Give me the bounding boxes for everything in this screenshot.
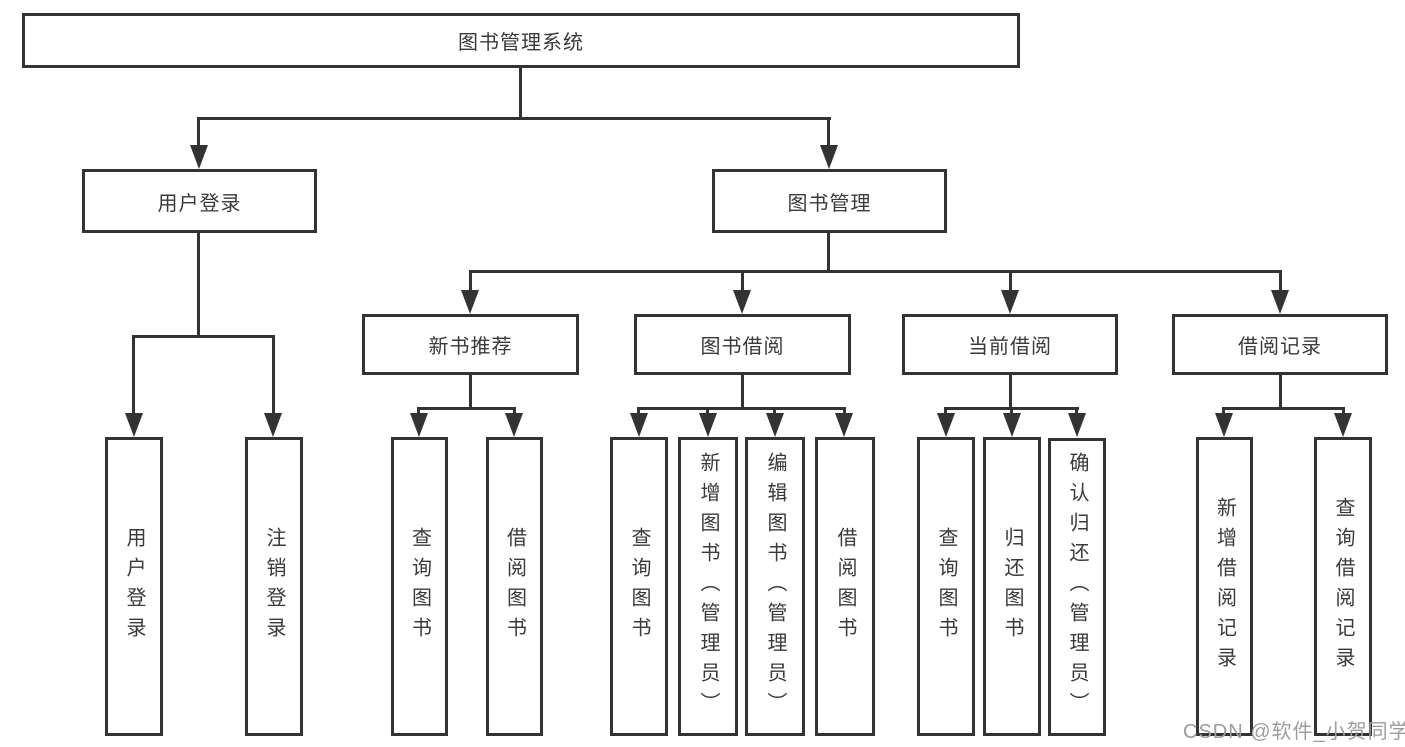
leaf-add-books-admin: 新增图书（管理员）	[678, 437, 738, 736]
csdn-watermark: CSDN @软件_小贺同学	[1183, 721, 1405, 743]
node-label: 编辑图书（管理员）	[764, 451, 786, 722]
connector-line	[827, 117, 830, 151]
node-label: 当前借阅	[968, 336, 1052, 358]
connector-line	[741, 270, 744, 296]
node-label: 新增借阅记录	[1213, 496, 1236, 677]
node-label: 归还图书	[1001, 526, 1023, 647]
arrowhead-down-icon	[1001, 290, 1019, 314]
leaf-query-books-current: 查询图书	[917, 437, 975, 736]
leaf-logout: 注销登录	[245, 437, 303, 736]
node-label: 借阅记录	[1238, 336, 1322, 358]
connector-line	[272, 335, 275, 421]
arrowhead-down-icon	[410, 413, 428, 437]
leaf-query-books-recommend: 查询图书	[391, 437, 448, 736]
node-label: 借阅图书	[834, 526, 856, 647]
arrowhead-down-icon	[461, 290, 479, 314]
node-label: 查询图书	[408, 526, 431, 647]
node-book-management: 图书管理	[712, 169, 947, 233]
arrowhead-down-icon	[766, 413, 784, 437]
node-label: 用户登录	[157, 192, 242, 215]
leaf-return-books: 归还图书	[983, 437, 1041, 736]
arrowhead-down-icon	[505, 413, 523, 437]
node-label: 注销登录	[263, 526, 285, 647]
arrowhead-down-icon	[264, 413, 282, 437]
node-label: 查询借阅记录	[1332, 496, 1354, 677]
connector-line	[1223, 407, 1345, 410]
arrowhead-down-icon	[1003, 413, 1021, 437]
node-root-library-system: 图书管理系统	[22, 13, 1020, 68]
arrowhead-down-icon	[190, 145, 208, 169]
arrowhead-down-icon	[1068, 413, 1086, 437]
node-new-book-recommend: 新书推荐	[362, 314, 579, 375]
leaf-add-borrow-record: 新增借阅记录	[1196, 437, 1253, 736]
connector-line	[133, 335, 275, 338]
leaf-confirm-return-admin: 确认归还（管理员）	[1048, 438, 1106, 736]
connector-line	[198, 117, 831, 120]
node-label: 新增图书（管理员）	[697, 451, 719, 722]
node-label: 查询图书	[935, 526, 957, 647]
connector-line	[197, 233, 200, 336]
node-label: 用户登录	[123, 526, 145, 647]
connector-line	[469, 270, 1282, 273]
connector-line	[132, 335, 135, 421]
node-current-borrowing: 当前借阅	[902, 314, 1118, 375]
connector-line	[741, 375, 744, 408]
arrowhead-down-icon	[630, 413, 648, 437]
connector-line	[827, 233, 830, 271]
connector-line	[1279, 375, 1282, 408]
leaf-query-borrow-record: 查询借阅记录	[1314, 437, 1372, 736]
node-user-login: 用户登录	[82, 169, 317, 233]
leaf-edit-books-admin: 编辑图书（管理员）	[745, 437, 805, 736]
arrowhead-down-icon	[1334, 413, 1352, 437]
leaf-borrow-books: 借阅图书	[815, 437, 875, 736]
node-label: 图书管理	[787, 192, 872, 215]
arrowhead-down-icon	[1271, 290, 1289, 314]
connector-line	[519, 68, 522, 118]
node-borrowing-records: 借阅记录	[1172, 314, 1388, 375]
arrowhead-down-icon	[125, 413, 143, 437]
connector-line	[1009, 375, 1012, 408]
node-book-borrowing: 图书借阅	[634, 314, 851, 375]
leaf-query-books-borrowing: 查询图书	[610, 437, 668, 736]
connector-line	[1279, 270, 1282, 296]
connector-line	[197, 117, 200, 151]
connector-line	[1009, 270, 1012, 296]
arrowhead-down-icon	[820, 145, 838, 169]
connector-line	[469, 375, 472, 408]
leaf-borrow-books-recommend: 借阅图书	[486, 437, 543, 736]
node-label: 确认归还（管理员）	[1066, 452, 1088, 722]
arrowhead-down-icon	[835, 413, 853, 437]
arrowhead-down-icon	[699, 413, 717, 437]
arrowhead-down-icon	[937, 413, 955, 437]
connector-line	[418, 407, 516, 410]
arrowhead-down-icon	[1215, 413, 1233, 437]
node-label: 借阅图书	[503, 526, 526, 647]
node-label: 图书借阅	[700, 336, 785, 358]
leaf-user-login: 用户登录	[105, 437, 163, 736]
connector-line	[638, 407, 846, 410]
node-label: 查询图书	[628, 526, 650, 647]
connector-line	[469, 270, 472, 296]
arrowhead-down-icon	[733, 290, 751, 314]
node-label: 图书管理系统	[458, 32, 584, 54]
node-label: 新书推荐	[428, 336, 513, 358]
